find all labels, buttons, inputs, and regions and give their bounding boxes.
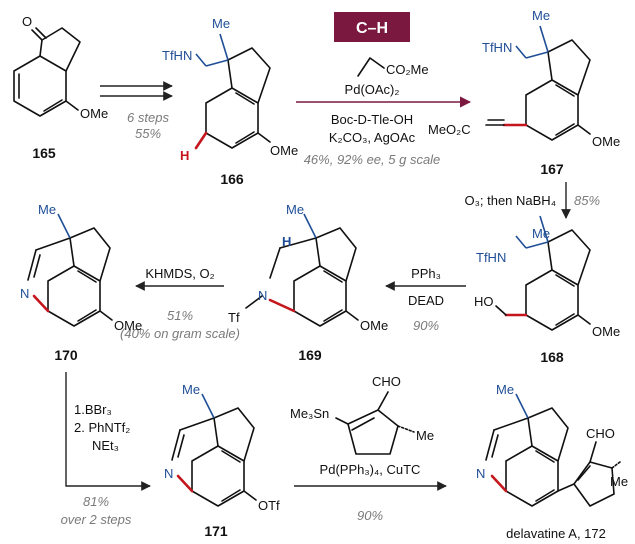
- ome-label: OMe: [80, 106, 108, 121]
- compound-number: 166: [220, 171, 244, 187]
- badge-text: C–H: [356, 20, 388, 37]
- ome-label: OMe: [114, 318, 142, 333]
- step-7: Me₃Sn CHO Me Pd(PPh₃)₄, CuTC 90%: [290, 374, 447, 523]
- compound-number: 169: [298, 347, 322, 363]
- compound-name: delavatine A, 172: [506, 526, 606, 541]
- hydroxyl-label: HO: [474, 294, 494, 309]
- methyl-label: Me: [286, 202, 304, 217]
- step-yield: 90%: [357, 508, 383, 523]
- methyl-label: Me: [496, 382, 514, 397]
- compound-172: Me N CHO Me delavatine A, 172: [476, 382, 628, 541]
- nitrogen-label: N: [476, 466, 485, 481]
- compound-171: Me N OTf 171: [164, 382, 280, 539]
- catalyst-label: Pd(PPh₃)₄, CuTC: [320, 462, 421, 477]
- compound-number: 165: [32, 145, 56, 161]
- step-yield: 51%: [167, 308, 193, 323]
- step-6: 1.BBr₃ 2. PhNTf₂ NEt₃ 81% over 2 steps: [61, 372, 151, 527]
- methyl-label: Me: [212, 16, 230, 31]
- nitrogen-label: N: [164, 466, 173, 481]
- ozonolysis-label: O₃; then NaBH₄: [464, 193, 556, 208]
- compound-165: O OMe 165: [13, 14, 108, 161]
- compound-number: 168: [540, 349, 564, 365]
- nitrogen-label: N: [258, 288, 267, 303]
- triflyl-label: Tf: [228, 310, 240, 325]
- amine-label: TfHN: [482, 40, 512, 55]
- step-yield: 55%: [135, 126, 161, 141]
- ch-activation-badge: C–H: [334, 12, 410, 42]
- step-yield: 90%: [413, 318, 439, 333]
- ome-label: OMe: [270, 143, 298, 158]
- ome-label: OMe: [360, 318, 388, 333]
- methyl-label-2: Me: [610, 474, 628, 489]
- compound-168: Me TfHN HO OMe 168: [474, 215, 620, 365]
- step-yield: 85%: [574, 193, 600, 208]
- methyl-label: Me: [182, 382, 200, 397]
- hydrogen-label: H: [180, 148, 189, 163]
- ester-label: MeO₂C: [428, 122, 471, 137]
- step-3: O₃; then NaBH₄ 85%: [464, 182, 600, 219]
- catalyst-label: Pd(OAc)₂: [345, 82, 400, 97]
- nitrogen-label: N: [20, 286, 29, 301]
- methyl-label: Me: [416, 428, 434, 443]
- ligand-label: Boc-D-Tle-OH: [331, 112, 413, 127]
- ome-label: OMe: [592, 134, 620, 149]
- step-5: KHMDS, O₂ 51% (40% on gram scale): [120, 266, 240, 341]
- amine-label: TfHN: [476, 250, 506, 265]
- hydrogen-label: H: [282, 234, 291, 249]
- step-result: 46%, 92% ee, 5 g scale: [304, 152, 441, 167]
- compound-166: Me TfHN H OMe 166: [162, 16, 298, 187]
- acrylate-label: CO₂Me: [386, 62, 429, 77]
- base-label: K₂CO₃, AgOAc: [329, 130, 416, 145]
- compound-number: 171: [204, 523, 228, 539]
- step-1: 6 steps 55%: [100, 81, 173, 141]
- bbr3-label: 1.BBr₃: [74, 402, 112, 417]
- stannane-label: Me₃Sn: [290, 406, 329, 421]
- step-scale-yield: (40% on gram scale): [120, 326, 240, 341]
- compound-number: 167: [540, 161, 564, 177]
- oxidation-label: KHMDS, O₂: [145, 266, 214, 281]
- oxo-label: O: [22, 14, 32, 29]
- pph3-label: PPh₃: [411, 266, 441, 281]
- phntf2-label: 2. PhNTf₂: [74, 420, 130, 435]
- step-yield: 81%: [83, 494, 109, 509]
- compound-167: Me TfHN MeO₂C OMe 167: [428, 8, 620, 177]
- step-count: 6 steps: [127, 110, 169, 125]
- ome-label: OMe: [592, 324, 620, 339]
- step-2: CO₂Me Pd(OAc)₂ Boc-D-Tle-OH K₂CO₃, AgOAc…: [296, 57, 472, 167]
- net3-label: NEt₃: [92, 438, 119, 453]
- methyl-label: Me: [532, 8, 550, 23]
- triflate-label: OTf: [258, 498, 280, 513]
- amine-label: TfHN: [162, 48, 192, 63]
- compound-number: 170: [54, 347, 78, 363]
- aldehyde-label: CHO: [372, 374, 401, 389]
- methyl-label: Me: [532, 226, 550, 241]
- methyl-label: Me: [38, 202, 56, 217]
- step-note: over 2 steps: [61, 512, 132, 527]
- dead-label: DEAD: [408, 293, 444, 308]
- compound-170: Me N OMe 170: [20, 202, 142, 363]
- aldehyde-label: CHO: [586, 426, 615, 441]
- step-4: PPh₃ DEAD 90%: [385, 266, 466, 333]
- compound-169: Me H N Tf OMe 169: [228, 202, 388, 363]
